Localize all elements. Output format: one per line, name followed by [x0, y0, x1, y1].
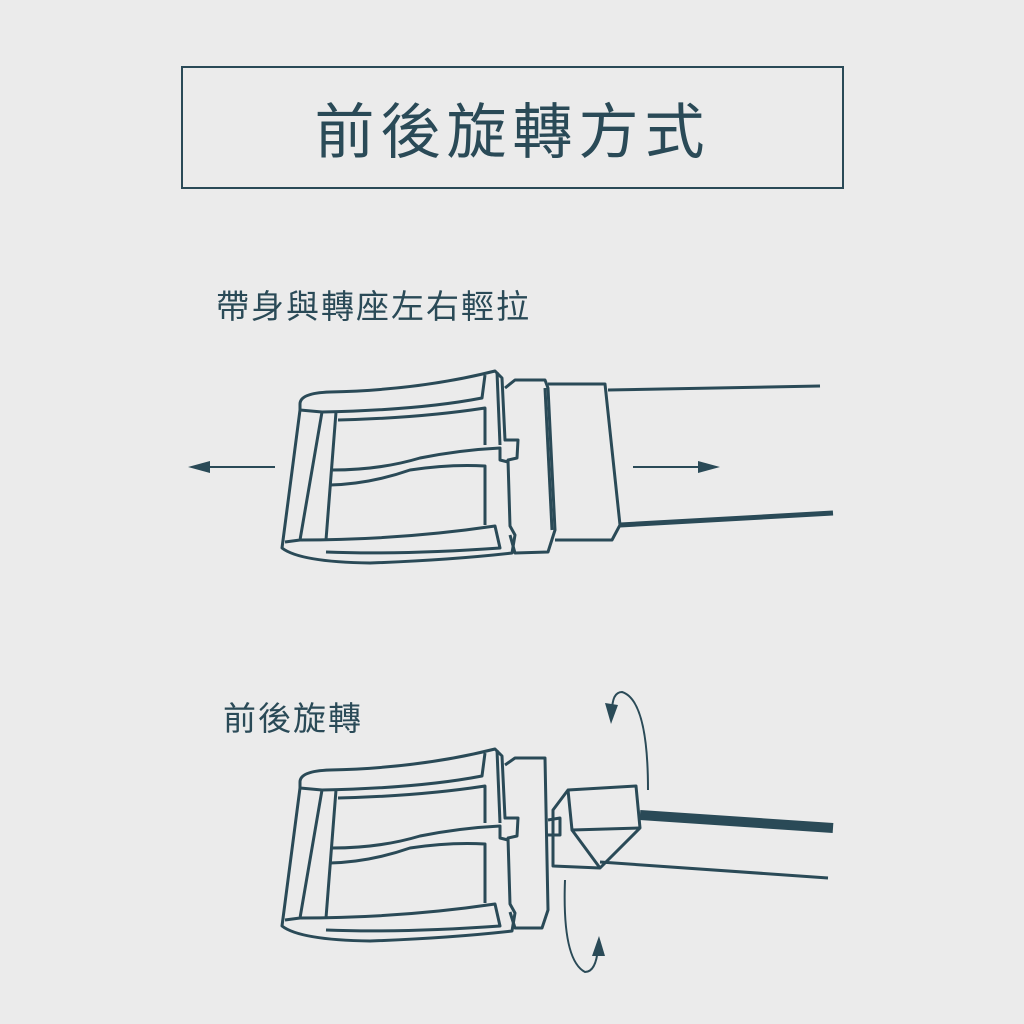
pull-left-arrow: [188, 461, 275, 473]
pull-right-arrow: [633, 461, 720, 473]
step2-caption: 前後旋轉: [223, 699, 363, 738]
rotate-up-arrow: [605, 690, 649, 791]
page-title: 前後旋轉方式: [314, 98, 711, 168]
step1-caption: 帶身與轉座左右輕拉: [216, 287, 531, 326]
rotate-down-arrow: [563, 879, 605, 974]
buckle-illustration-1: [280, 369, 834, 565]
title-box: 前後旋轉方式: [181, 66, 844, 189]
buckle-illustration-2: [280, 747, 834, 943]
